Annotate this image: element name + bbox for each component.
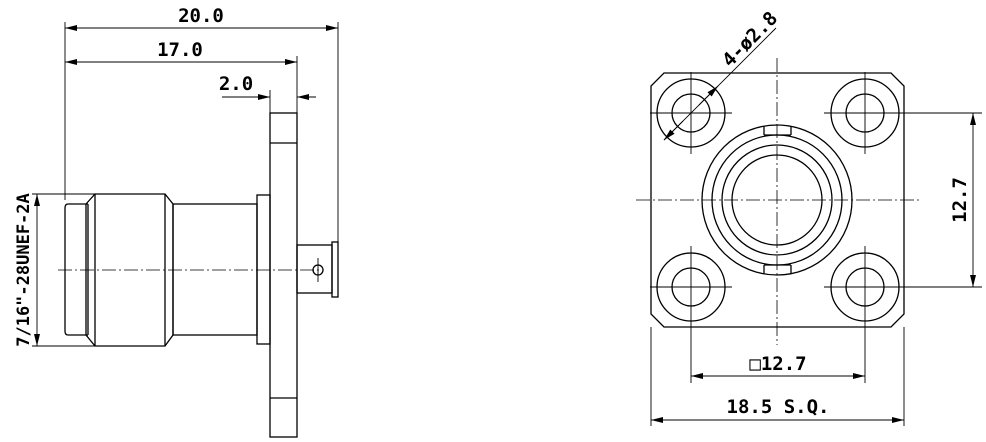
connector-nose: [64, 203, 88, 336]
dim-hole-spacing-vertical: 12.7: [949, 177, 971, 223]
dim-flange-thickness: 2.0: [219, 73, 253, 95]
front-view: 4-ø2.8 12.7 □12.7 18.5 S.Q.: [636, 7, 982, 426]
notch-bottom: [763, 264, 792, 274]
dim-flange-square: 18.5 S.Q.: [727, 396, 830, 418]
mounting-hole: [650, 246, 732, 383]
connector-body: [172, 203, 258, 336]
thread-spec: 7/16"-28UNEF-2A: [14, 193, 34, 347]
flange-side: [269, 112, 298, 438]
rear-tab: [331, 241, 339, 298]
collar: [256, 194, 271, 345]
dim-hole-diameter: 4-ø2.8: [718, 7, 782, 71]
dim-overall-length: 20.0: [178, 5, 224, 27]
mounting-hole: [824, 72, 906, 154]
flange-outline: [650, 72, 905, 328]
dim-hole-spacing-square: □12.7: [749, 353, 806, 375]
mounting-hole: [824, 246, 906, 383]
coupling-outer: [701, 124, 853, 276]
rear-pin: [296, 244, 333, 294]
dim-body-length: 17.0: [157, 39, 203, 61]
notch-top: [763, 126, 792, 136]
side-view: 20.0 17.0 2.0 7/16"-28UNEF-2A: [14, 5, 339, 438]
bore: [731, 154, 823, 246]
